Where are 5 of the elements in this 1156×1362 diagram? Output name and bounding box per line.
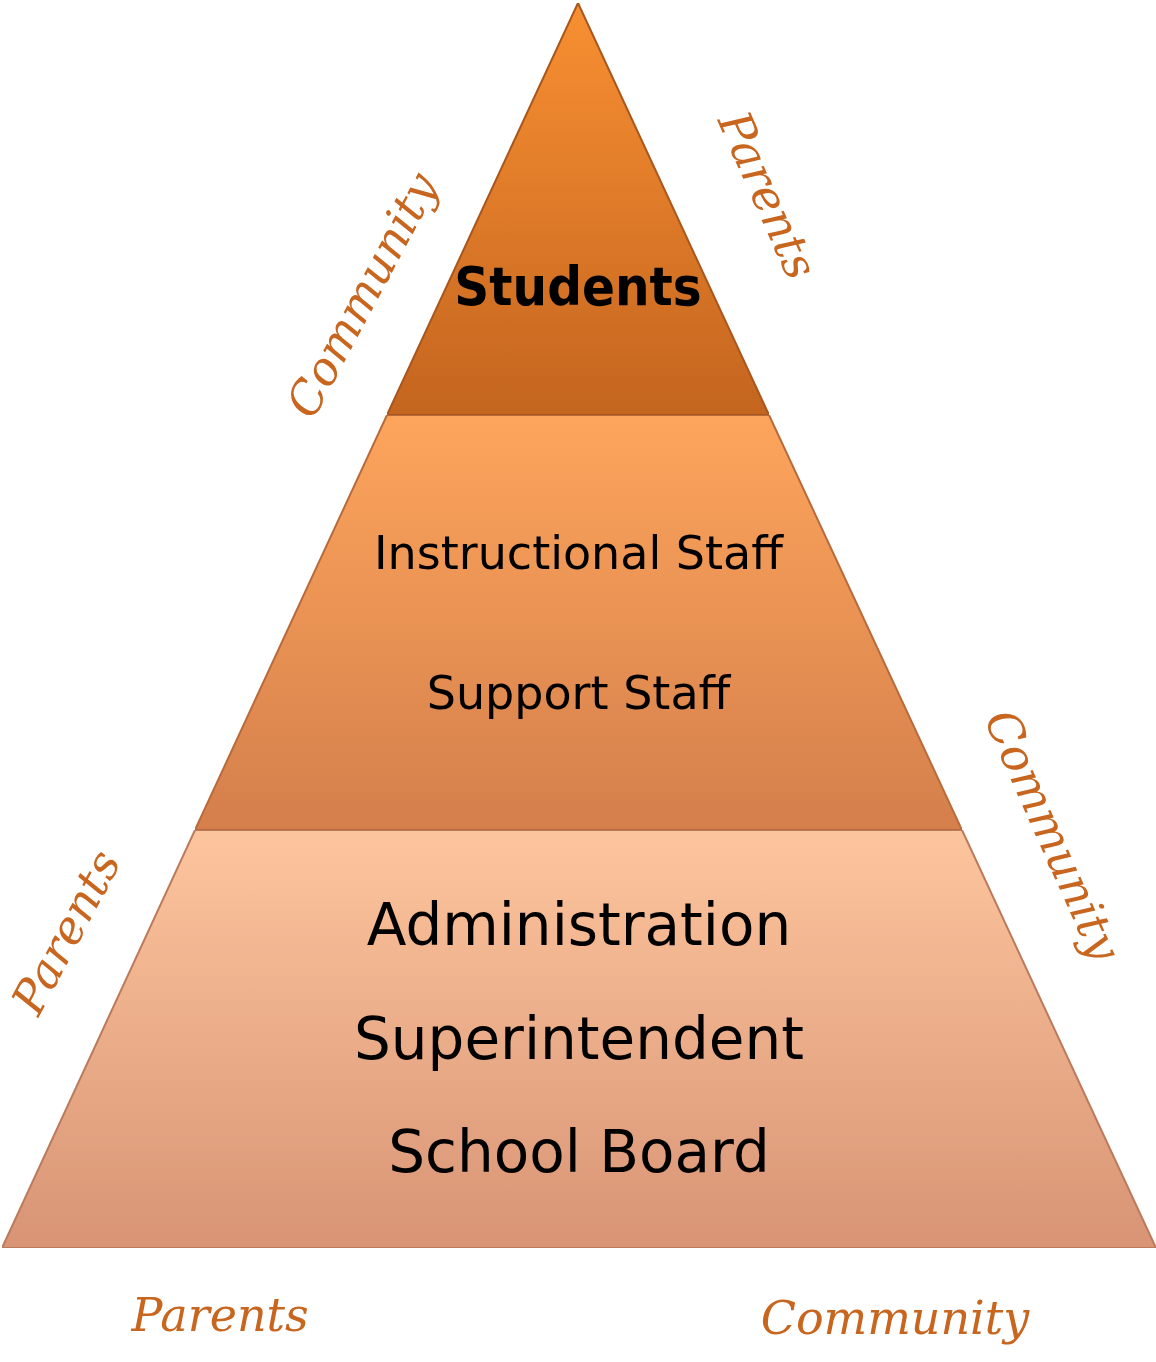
- tier-label: Instructional Staff: [374, 530, 783, 576]
- tier-label: Administration: [366, 896, 792, 954]
- side-label: Parents: [131, 1292, 309, 1338]
- tier-label: Students: [454, 260, 702, 314]
- tier-label: School Board: [388, 1123, 770, 1181]
